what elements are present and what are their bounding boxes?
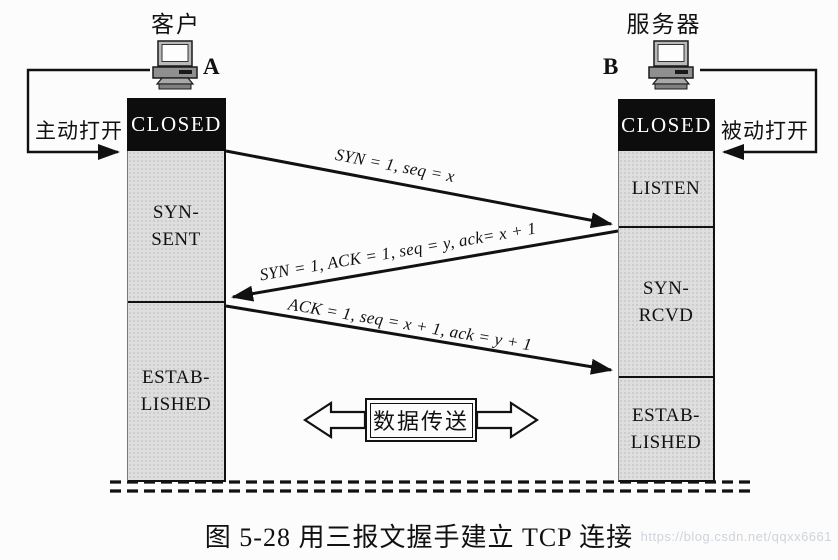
server-closed-state-box: CLOSED: [618, 99, 715, 151]
server-title: 服务器: [626, 12, 702, 37]
passive-open-label: 被动打开: [721, 119, 809, 143]
server-listen-section: LISTEN: [619, 151, 713, 228]
data-transfer-box: 数据传送: [365, 398, 477, 442]
client-syn-sent-section: SYN- SENT: [128, 151, 224, 303]
server-state-syn-rcvd: SYN- RCVD: [638, 278, 694, 326]
data-transfer-right-arrow: [475, 400, 540, 440]
watermark-text: https://blog.csdn.net/qqxx6661: [640, 529, 832, 544]
server-state-established: ESTAB- LISHED: [630, 404, 702, 453]
client-computer-icon: [152, 40, 198, 90]
client-state-syn-sent: SYN- SENT: [151, 202, 201, 250]
synack-message-label: SYN = 1, ACK = 1, seq = y, ack= x + 1: [258, 218, 538, 285]
figure-caption: 图 5-28 用三报文握手建立 TCP 连接: [204, 523, 634, 552]
client-closed-state-box: CLOSED: [127, 98, 226, 151]
data-transfer-left-arrow: [302, 400, 367, 440]
server-state-listen: LISTEN: [631, 178, 701, 199]
active-open-label: 主动打开: [35, 119, 123, 143]
client-state-established: ESTAB- LISHED: [140, 367, 212, 415]
ack-message-label: ACK = 1, seq = x + 1, ack = y + 1: [286, 294, 534, 355]
client-title: 客户: [151, 12, 201, 37]
data-transfer-label: 数据传送: [369, 402, 473, 438]
client-state-column: SYN- SENT ESTAB- LISHED: [127, 151, 226, 482]
server-established-section: ESTAB- LISHED: [619, 378, 713, 479]
client-established-section: ESTAB- LISHED: [128, 303, 224, 479]
server-computer-icon: [648, 40, 694, 90]
syn-message-label: SYN = 1, seq = x: [333, 144, 457, 187]
server-host-letter: B: [603, 54, 619, 79]
server-syn-rcvd-section: SYN- RCVD: [619, 228, 713, 378]
client-host-letter: A: [203, 54, 220, 79]
server-state-column: LISTEN SYN- RCVD ESTAB- LISHED: [618, 151, 715, 482]
